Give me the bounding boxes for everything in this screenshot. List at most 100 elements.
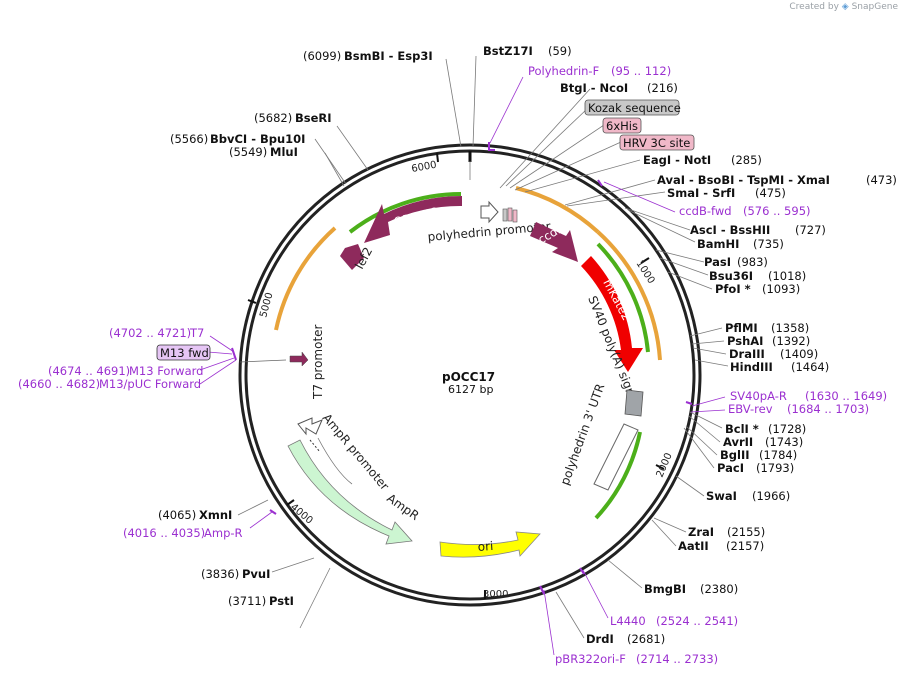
site-avai[interactable]: AvaI - BsoBI - TspMI - XmaI [657, 173, 830, 187]
m13-fwd-box[interactable] [156, 344, 211, 361]
t7-promoter-arrow[interactable] [289, 351, 309, 367]
site-pshai[interactable]: PshAI [727, 334, 763, 348]
t7-promoter-label: T7 promoter [311, 324, 325, 400]
primer-l4440[interactable]: L4440 [610, 614, 646, 628]
leader-m13forward [199, 357, 235, 371]
primer-ebv-rev-range: (1684 .. 1703) [787, 402, 869, 416]
site-smai[interactable]: SmaI - SrfI [667, 186, 735, 200]
primer-ebv-rev[interactable]: EBV-rev [728, 402, 773, 416]
leader-bglii [685, 425, 718, 456]
site-zrai-pos: (2155) [727, 525, 765, 539]
site-pasi[interactable]: PasI [704, 255, 731, 269]
leader-sv40pa-r [691, 396, 726, 407]
leader-avrii [688, 415, 721, 443]
site-zrai[interactable]: ZraI [688, 525, 714, 539]
site-bamhi[interactable]: BamHI [697, 237, 739, 251]
sv40-polya-feature[interactable] [624, 389, 644, 417]
primer-pbr322ori-f-range: (2714 .. 2733) [636, 652, 718, 666]
ori-feature[interactable] [439, 531, 541, 558]
site-mlui-pos: (5549) [229, 145, 267, 159]
site-hindiii[interactable]: HindIII [730, 360, 773, 374]
primer-m13puc[interactable]: M13/pUC Forward [99, 377, 201, 391]
leader-drdi [555, 591, 585, 639]
leader-bbvci [314, 138, 347, 185]
site-bmgbi[interactable]: BmgBI [644, 582, 686, 596]
ampr-feature-edge [317, 437, 353, 485]
leader-m13puc [199, 359, 237, 385]
primer-amp-r[interactable]: Amp-R [204, 526, 243, 540]
site-xmni[interactable]: XmnI [199, 508, 232, 522]
kozak-label: Kozak sequence [588, 101, 681, 115]
leader-zrai [653, 517, 687, 533]
primer-m13puc-range: (4660 .. 4682) [18, 377, 100, 391]
site-bmgbi-pos: (2380) [700, 582, 738, 596]
his-box[interactable] [602, 117, 642, 134]
primer-m13forward[interactable]: M13 Forward [129, 364, 203, 378]
primer-m13-fwd[interactable]: M13 fwd [160, 346, 209, 360]
primer-polyhedrin-f[interactable]: Polyhedrin-F [528, 64, 599, 78]
credit-brand: SnapGene [851, 2, 898, 12]
leader-bsmbi [445, 58, 462, 148]
site-pfoi-pos: (1093) [762, 282, 800, 296]
site-bstz17i-pos: (59) [548, 44, 572, 58]
site-mlui[interactable]: MluI [270, 145, 298, 159]
site-pfoi[interactable]: PfoI * [715, 282, 751, 296]
ampr-promoter-arrow[interactable] [297, 417, 323, 436]
site-bsu36i[interactable]: Bsu36I [709, 269, 753, 283]
primer-mark-l4440 [579, 567, 585, 575]
orf-highlight-left [274, 226, 337, 331]
ampr-feature[interactable] [287, 439, 413, 545]
mkate2-feature[interactable] [581, 256, 643, 372]
hrv-box[interactable] [619, 134, 695, 151]
site-pvui[interactable]: PvuI [242, 567, 270, 581]
plasmid-name: pOCC17 [442, 370, 495, 384]
polyhedrin-promoter-arrow[interactable] [480, 200, 499, 224]
site-paci[interactable]: PacI [717, 461, 744, 475]
site-avrii[interactable]: AvrII [723, 435, 753, 449]
site-swai[interactable]: SwaI [706, 489, 737, 503]
hrv-mark [512, 209, 518, 223]
leader-pbr322ori [543, 589, 555, 656]
leader-bstz17i [472, 55, 477, 148]
primer-pbr322ori-f[interactable]: pBR322ori-F [555, 652, 626, 666]
site-bseri-pos: (5682) [254, 111, 292, 125]
polyhedrin-utr-feature[interactable] [593, 423, 639, 491]
site-bglii[interactable]: BglII [720, 448, 750, 462]
site-eagi[interactable]: EagI - NotI [643, 153, 711, 167]
leader-bcli [689, 411, 723, 429]
site-bstz17i[interactable]: BstZ17I [483, 44, 533, 58]
site-asci[interactable]: AscI - BssHII [690, 223, 770, 237]
site-psti-pos: (3711) [228, 594, 266, 608]
primer-sv40pa-r[interactable]: SV40pA-R [730, 389, 787, 403]
site-bsu36i-pos: (1018) [768, 269, 806, 283]
orf603-feature[interactable] [364, 196, 462, 243]
leader-smai [566, 191, 666, 207]
primer-t7[interactable]: T7 [189, 326, 204, 340]
lef2-feature[interactable] [340, 244, 364, 270]
kozak-box[interactable] [584, 99, 680, 116]
orf-highlight-right [596, 230, 662, 361]
site-aatii[interactable]: AatII [678, 539, 709, 553]
site-bcli[interactable]: BclI * [725, 422, 759, 436]
site-psti[interactable]: PstI [269, 594, 294, 608]
site-btgi[interactable]: BtgI - NcoI [560, 81, 628, 95]
site-bbvci[interactable]: BbvCI - Bpu10I [210, 132, 305, 146]
site-drdi[interactable]: DrdI [586, 632, 614, 646]
tick-label-6000: 6000 [411, 160, 438, 175]
leader-bsu36i [659, 257, 709, 276]
site-bseri[interactable]: BseRI [295, 111, 332, 125]
leader-l4440 [582, 569, 609, 619]
site-bsmbi[interactable]: BsmBI - Esp3I [344, 49, 433, 63]
leader-paci [683, 427, 715, 469]
leader-polyhedrin-f [489, 76, 524, 144]
site-draiii[interactable]: DraIII [729, 347, 765, 361]
credit-prefix: Created by [789, 2, 839, 12]
ori-label: ori [477, 539, 494, 554]
ampr-label: AmpR [384, 491, 421, 523]
his-mark [507, 207, 513, 222]
leader-swai [675, 475, 705, 497]
ccdb-feature[interactable] [530, 222, 578, 262]
tick-6000 [436, 152, 439, 163]
primer-ccdb-fwd[interactable]: ccdB-fwd [679, 204, 732, 218]
site-pflmi[interactable]: PflMI [725, 321, 758, 335]
